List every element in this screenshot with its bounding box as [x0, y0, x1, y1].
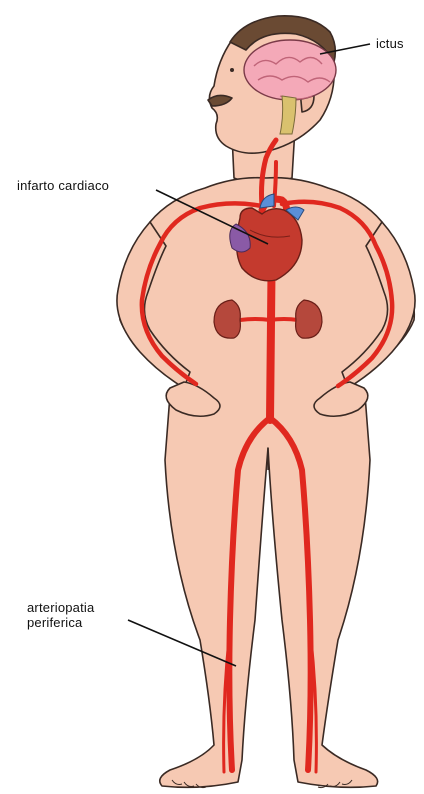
label-infarto-cardiaco: infarto cardiaco — [17, 178, 109, 193]
label-arteriopatia-line1: arteriopatia — [27, 600, 94, 615]
label-arteriopatia-periferica: arteriopatia periferica — [27, 600, 94, 630]
label-arteriopatia-line2: periferica — [27, 615, 94, 630]
label-ictus: ictus — [376, 36, 404, 51]
